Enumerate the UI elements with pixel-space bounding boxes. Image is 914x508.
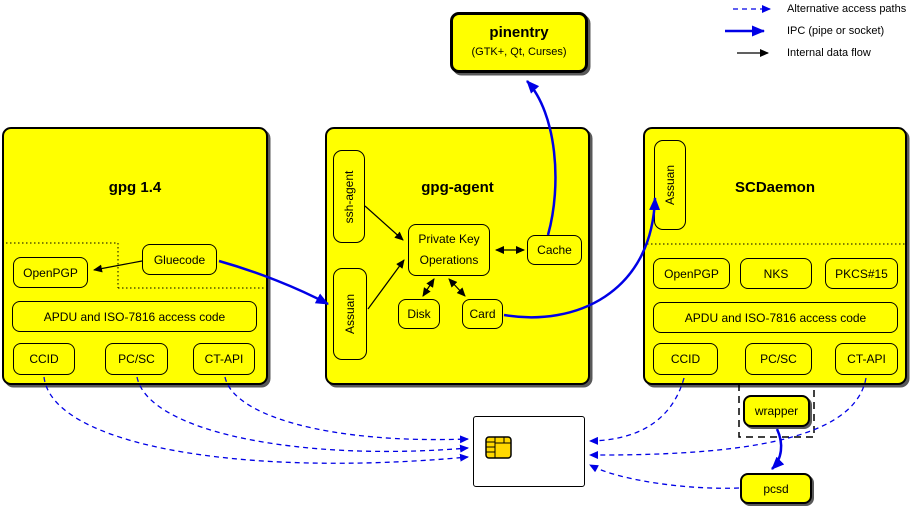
gpg-agent-ssh-agent-module: ssh-agent (333, 150, 365, 243)
gpg14-openpgp-module: OpenPGP (13, 257, 88, 288)
alt-gpg14-pcsc-to-card (136, 376, 469, 453)
legend-alt-label: Alternative access paths (787, 3, 907, 15)
legend-ipc-label: IPC (pipe or socket) (787, 25, 885, 37)
gpg14-ctapi-label: CT-API (204, 352, 244, 366)
gpg14-gluecode-label: Gluecode (153, 252, 206, 267)
gpg14-apdu-label: APDU and ISO-7816 access code (43, 309, 226, 324)
scdaemon-assuan-label: Assuan (663, 164, 677, 206)
scdaemon-pcsc-label: PC/SC (760, 352, 797, 366)
scdaemon-apdu-label: APDU and ISO-7816 access code (684, 310, 867, 325)
scdaemon-nks-module: NKS (740, 258, 812, 289)
scdaemon-pkcs15-label: PKCS#15 (835, 266, 888, 281)
gpg14-openpgp-label: OpenPGP (23, 265, 78, 280)
alt-pcsd-to-card (589, 464, 740, 489)
smartcard (473, 416, 585, 487)
pinentry-title: pinentry (489, 24, 549, 41)
private-key-label-line1: Private Key (418, 232, 480, 246)
gpg14-pcsc-label: PC/SC (118, 352, 155, 366)
pinentry-subtitle: (GTK+, Qt, Curses) (471, 46, 567, 58)
private-key-label-line2: Operations (419, 253, 479, 267)
ssh-agent-label: ssh-agent (342, 170, 356, 223)
wrapper-label: wrapper (754, 404, 799, 418)
private-key-operations-module: Private Key Operations (408, 224, 490, 276)
cache-module: Cache (527, 235, 582, 265)
gpg14-ctapi-module: CT-API (193, 343, 255, 375)
alt-scdaemon-ccid-to-card (589, 377, 685, 445)
gpg-agent-assuan-label: Assuan (343, 293, 357, 335)
scdaemon-pcsc-module: PC/SC (745, 343, 812, 375)
alt-scdaemon-ctapi-to-card (589, 377, 867, 460)
alt-gpg14-ccid-to-card (43, 376, 469, 464)
scdaemon-apdu-module: APDU and ISO-7816 access code (653, 302, 898, 333)
cache-label: Cache (537, 243, 572, 257)
gpg14-ccid-label: CCID (29, 352, 59, 366)
pinentry-box: pinentry (GTK+, Qt, Curses) (450, 12, 588, 73)
gpg14-pcsc-module: PC/SC (105, 343, 168, 375)
pcsd-module: pcsd (740, 473, 812, 504)
disk-module: Disk (398, 299, 440, 329)
gpg14-ccid-module: CCID (13, 343, 75, 375)
scdaemon-ctapi-module: CT-API (835, 343, 898, 375)
gpg14-gluecode-module: Gluecode (142, 244, 217, 275)
scdaemon-assuan-module: Assuan (654, 140, 686, 230)
scdaemon-ccid-module: CCID (653, 343, 718, 375)
gpg14-apdu-module: APDU and ISO-7816 access code (12, 301, 257, 332)
gpg-agent-assuan-module: Assuan (333, 268, 367, 360)
card-label: Card (469, 307, 496, 321)
ipc-wrapper-to-pcsd (771, 428, 785, 470)
scdaemon-pkcs15-module: PKCS#15 (825, 258, 898, 289)
legend-internal-label: Internal data flow (787, 47, 871, 59)
scdaemon-ccid-label: CCID (670, 352, 701, 366)
alt-gpg14-ctapi-to-card (224, 376, 469, 444)
wrapper-module: wrapper (743, 395, 810, 427)
scdaemon-nks-label: NKS (763, 266, 789, 281)
pcsd-label: pcsd (763, 481, 789, 496)
scdaemon-openpgp-module: OpenPGP (653, 258, 730, 289)
disk-label: Disk (407, 307, 431, 321)
scdaemon-ctapi-label: CT-API (847, 352, 886, 366)
card-module: Card (462, 299, 503, 329)
scdaemon-openpgp-label: OpenPGP (664, 266, 719, 281)
